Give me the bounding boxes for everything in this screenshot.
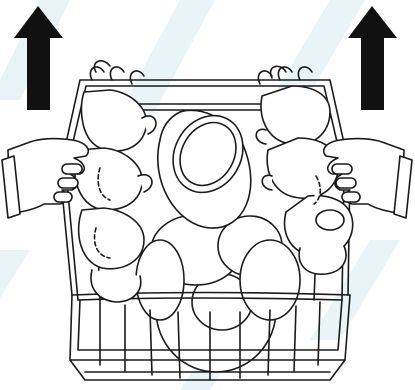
rack-hooks [89,66,313,85]
arrow-up-icon-left [14,6,63,110]
hand-icon-left [1,137,90,219]
cups-left [73,60,157,303]
hand-icon-right [322,137,413,219]
arrow-up-icon-right [348,6,397,110]
bowl [157,109,252,229]
cups-right [255,65,354,275]
plates [135,214,301,373]
